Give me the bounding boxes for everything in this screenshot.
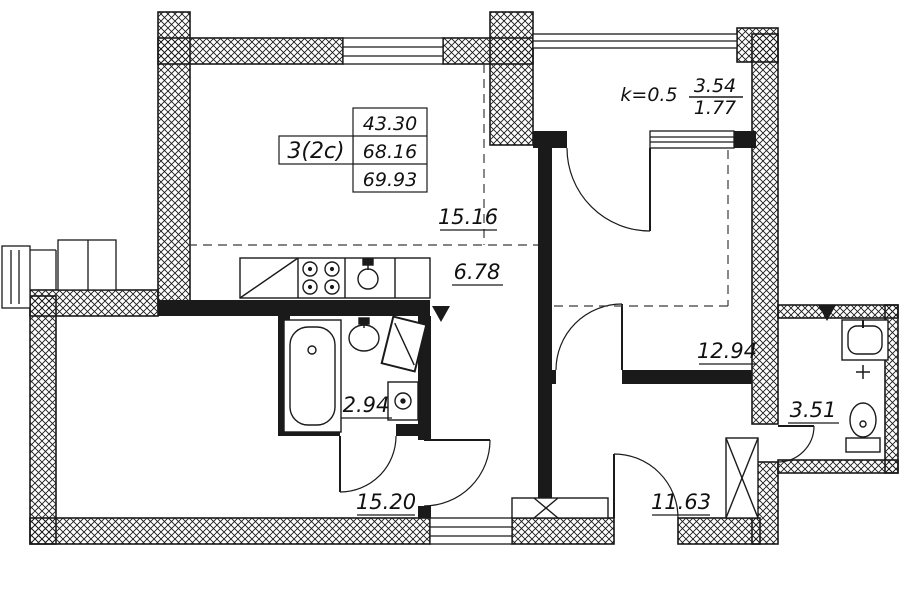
wall-corridor-left-lower: [418, 506, 431, 518]
wall-bedroom-bottom-right: [622, 370, 752, 384]
fixtures: [239, 257, 889, 519]
washing-machine-icon: [387, 381, 419, 421]
kitchen-sink-icon: [357, 258, 379, 290]
wall-living-bedroom-divider: [538, 148, 552, 370]
windows: [1, 33, 778, 545]
zone-dashed-lines: [188, 64, 729, 307]
apartment-designation: 3(2c): [287, 139, 344, 164]
room-label-living: 15.16: [438, 205, 498, 229]
wc-sink-icon: [841, 319, 889, 361]
window-balcony-parapet: [532, 33, 738, 49]
bathtub-icon: [283, 319, 342, 433]
wall-bottom-middle: [511, 517, 615, 545]
counter-diagonal: [239, 257, 299, 299]
interior-walls: [158, 131, 756, 518]
living-area-value: 43.30: [363, 113, 417, 135]
wall-bathroom-bottom-right: [396, 424, 431, 436]
balcony-area-reduced: 1.77: [694, 97, 736, 119]
wall-bedroom-bottom-left: [538, 370, 556, 384]
water-heater-icon: [380, 315, 428, 373]
total-area-value: 69.93: [363, 169, 417, 191]
window-left-bay: [1, 245, 57, 309]
exterior-structure: [57, 239, 117, 291]
room-label-bathroom: 2.94: [343, 393, 390, 417]
room-labels: 15.16 6.78 12.94 2.94 3.51 15.20 11.63: [341, 205, 839, 516]
doors: [339, 147, 815, 519]
door-bedroom: [555, 303, 623, 371]
wall-left: [29, 295, 57, 545]
window-bottom: [429, 517, 513, 545]
balcony-area-full: 3.54: [694, 75, 736, 97]
title-block-values-cell: [352, 107, 428, 193]
room-label-hall: 11.63: [651, 490, 711, 514]
door-balcony: [566, 147, 651, 232]
wall-wc-bottom: [777, 459, 899, 474]
wall-left-connector: [29, 289, 159, 317]
room-label-bedroom: 12.94: [697, 339, 757, 363]
window-living-top: [342, 37, 444, 65]
wall-wc-top: [777, 304, 899, 319]
room-label-wc: 3.51: [790, 398, 837, 422]
wall-balcony-sep-right: [734, 131, 756, 148]
balcony-label: k=0.5 3.54 1.77: [620, 75, 743, 119]
room-label-kitchen: 6.78: [454, 260, 501, 284]
vent-marker-wc-icon: [818, 305, 836, 321]
door-room-left: [423, 439, 491, 507]
drain-cross-icon: [856, 365, 870, 379]
toilet-icon: [845, 402, 881, 453]
wall-top-left: [157, 37, 344, 65]
apartment-area-value: 68.16: [363, 141, 417, 163]
outer-walls: [29, 11, 899, 545]
room-label-room-left: 15.20: [356, 490, 416, 514]
kitchen-counter: [239, 257, 431, 299]
vent-marker-icon: [432, 306, 450, 322]
balcony-coefficient: k=0.5: [620, 84, 677, 106]
wall-hall-divider: [538, 384, 552, 518]
window-bedroom-balcony: [649, 130, 735, 149]
stove-icon: [302, 261, 340, 295]
wall-balcony-sep-left: [533, 131, 567, 148]
duct-shaft: [725, 437, 759, 519]
door-wc: [777, 425, 815, 463]
wall-middle-horizontal: [158, 300, 430, 316]
wall-bottom-right: [677, 517, 761, 545]
wall-bottom-left: [29, 517, 431, 545]
door-bathroom: [339, 435, 397, 493]
bathroom-sink-icon: [348, 317, 380, 352]
door-entrance: [613, 453, 679, 519]
title-block: 3(2c) 43.30 68.16 69.93: [278, 107, 428, 193]
title-block-designation-cell: [278, 135, 354, 165]
wall-right-upper: [751, 33, 779, 425]
wall-balcony-pillar: [489, 11, 534, 146]
floor-hatch-strip: [511, 497, 609, 519]
